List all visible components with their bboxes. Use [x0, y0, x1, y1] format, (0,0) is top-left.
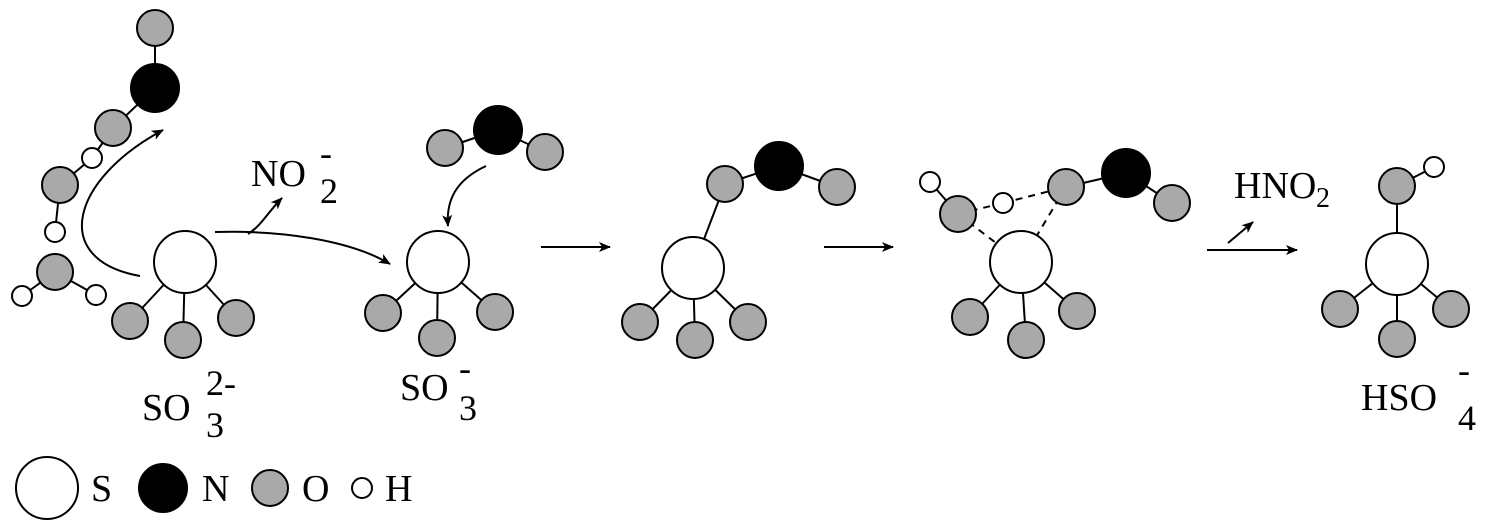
oxygen-atom	[476, 293, 514, 331]
oxygen-atom	[41, 166, 79, 204]
legend: S N O H	[15, 456, 412, 520]
curved-arrow	[214, 230, 391, 265]
label-no2-base: NO	[251, 153, 306, 195]
sulfur-atom	[989, 230, 1053, 294]
species-labels: SO 2- 3 NO - 2 SO - 3 HNO 2 HSO - 4	[142, 133, 1476, 445]
oxygen-atom	[164, 321, 202, 359]
legend-nitrogen-label: N	[202, 468, 229, 510]
label-no2-sub: 2	[320, 171, 338, 211]
legend-hydrogen-label: H	[385, 468, 412, 510]
nitrogen-atom	[754, 141, 804, 191]
label-so3-minus-sup: -	[459, 348, 471, 388]
hydrogen-atom	[85, 284, 107, 306]
legend-sulfur-label: S	[91, 468, 112, 510]
nitrogen-atom	[130, 63, 180, 113]
oxygen-atom	[818, 168, 856, 206]
sulfur-atom	[406, 230, 470, 294]
oxygen-atom	[36, 253, 74, 291]
sulfur-atom	[661, 236, 725, 300]
hydrogen-atom	[81, 147, 103, 169]
oxygen-atom	[94, 109, 132, 147]
sulfur-atom	[153, 230, 217, 294]
oxygen-atom	[706, 165, 744, 203]
legend-sulfur-icon	[15, 456, 79, 520]
oxygen-atom	[418, 319, 456, 357]
label-so3-2minus-sup: 2-	[206, 363, 236, 403]
oxygen-atom	[1378, 320, 1416, 358]
hydrogen-atom	[11, 285, 33, 307]
label-so3-2minus-base: SO	[142, 387, 191, 429]
curved-arrow	[247, 197, 283, 235]
sulfur-atom	[1365, 232, 1429, 296]
label-so3-minus-base: SO	[400, 367, 449, 409]
oxygen-atom	[217, 299, 255, 337]
oxygen-atom	[676, 321, 714, 359]
oxygen-atom	[1153, 184, 1191, 222]
label-no2-sup: -	[320, 133, 332, 173]
label-so3-2minus-sub: 3	[206, 405, 224, 445]
nitrogen-atom	[1101, 148, 1151, 198]
oxygen-atom	[426, 129, 464, 167]
oxygen-atom	[136, 9, 174, 47]
oxygen-atom	[729, 303, 767, 341]
legend-oxygen-label: O	[302, 468, 329, 510]
label-hno2-base: HNO	[1234, 165, 1316, 207]
oxygen-atom	[1007, 321, 1045, 359]
hydrogen-atom	[1423, 156, 1445, 178]
oxygen-atom	[1321, 290, 1359, 328]
release-arrow	[1227, 221, 1254, 244]
label-hso4-minus-sub: 4	[1458, 398, 1476, 438]
hydrogen-atom	[992, 192, 1014, 214]
label-so3-minus-sub: 3	[459, 388, 477, 428]
label-hso4-minus-sup: -	[1458, 350, 1470, 390]
oxygen-atom	[1378, 167, 1416, 205]
label-hso4-minus-base: HSO	[1361, 377, 1437, 419]
nitrogen-atom	[473, 105, 523, 155]
curved-arrow	[442, 165, 487, 227]
oxygen-atom	[111, 302, 149, 340]
oxygen-atom	[1058, 292, 1096, 330]
curved-arrow	[81, 129, 164, 277]
oxygen-atom	[1432, 290, 1470, 328]
oxygen-atom	[1047, 168, 1085, 206]
legend-nitrogen-icon	[138, 463, 188, 513]
legend-oxygen-icon	[251, 469, 289, 507]
legend-hydrogen-icon	[351, 477, 373, 499]
oxygen-atom	[621, 303, 659, 341]
atoms	[11, 9, 1470, 359]
arrows	[81, 129, 1298, 277]
oxygen-atom	[526, 133, 564, 171]
hydrogen-atom	[919, 171, 941, 193]
oxygen-atom	[951, 298, 989, 336]
hydrogen-atom	[44, 221, 66, 243]
label-hno2-sub: 2	[1316, 183, 1330, 214]
oxygen-atom	[939, 195, 977, 233]
oxygen-atom	[364, 294, 402, 332]
